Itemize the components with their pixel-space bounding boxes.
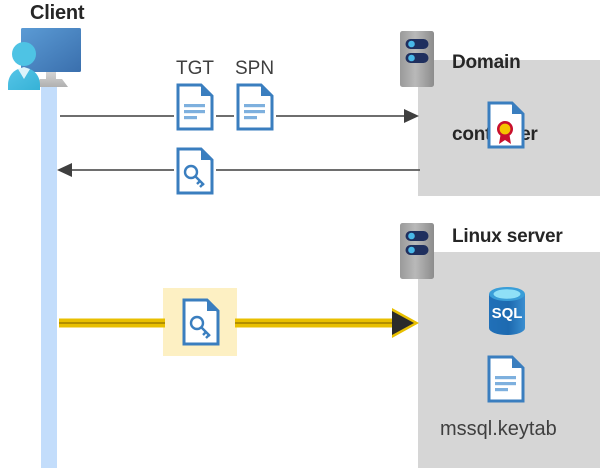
keytab-document-icon (487, 355, 525, 403)
sql-label: SQL (492, 305, 523, 322)
user-workstation-icon (8, 28, 81, 90)
document-key-icon (176, 147, 214, 195)
tgt-label: TGT (176, 58, 214, 79)
document-key-icon (182, 298, 220, 346)
document-lines-icon (236, 83, 274, 131)
spn-label: SPN (235, 58, 275, 79)
client-lifeline (41, 80, 57, 468)
arrow-return-service-ticket (57, 163, 420, 177)
sql-database-icon: SQL (489, 287, 525, 335)
domain-controller-title: Domain controller (452, 3, 538, 195)
certificate-document-icon (487, 101, 525, 149)
document-lines-icon (176, 83, 214, 131)
linux-server-title: Linux server (452, 226, 563, 247)
keytab-file-label: mssql.keytab (440, 418, 557, 440)
server-rack-icon (400, 223, 434, 279)
client-title: Client (30, 2, 85, 24)
arrow-authenticate-to-linux (59, 308, 419, 338)
server-rack-icon (400, 31, 434, 87)
domain-controller-title-line1: Domain (452, 52, 521, 73)
